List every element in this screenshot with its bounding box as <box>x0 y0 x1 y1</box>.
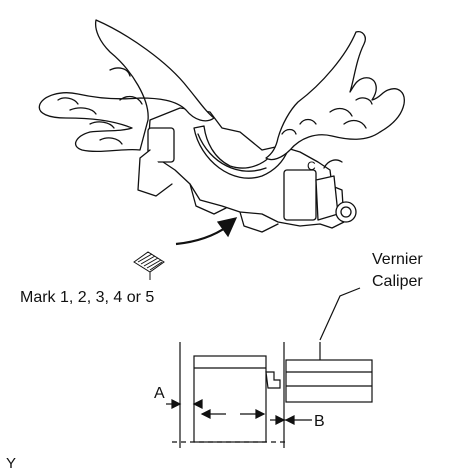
bearing-block <box>193 355 267 443</box>
caliper-jaw <box>265 371 281 389</box>
vernier-label-line2: Caliper <box>372 273 423 290</box>
mark-tag-icon <box>133 251 165 280</box>
figure-code: Y <box>6 455 16 472</box>
svg-text:C: C <box>307 159 316 173</box>
bearing-cap-illustration: C <box>38 19 405 233</box>
mark-label: Mark 1, 2, 3, 4 or 5 <box>20 289 154 306</box>
dimension-b-label: B <box>314 413 325 430</box>
bolt-boss <box>283 169 317 221</box>
vernier-label-line1: Vernier <box>372 251 423 268</box>
right-hand <box>265 30 405 161</box>
dimension-a-label: A <box>154 385 165 402</box>
mark-pointer-arrow <box>175 217 238 246</box>
vernier-leader-line <box>319 287 361 341</box>
caliper-beam <box>285 359 373 403</box>
bearing-shell-inner <box>197 133 267 172</box>
caliper-section-diagram <box>166 287 373 448</box>
left-hand <box>38 19 215 153</box>
